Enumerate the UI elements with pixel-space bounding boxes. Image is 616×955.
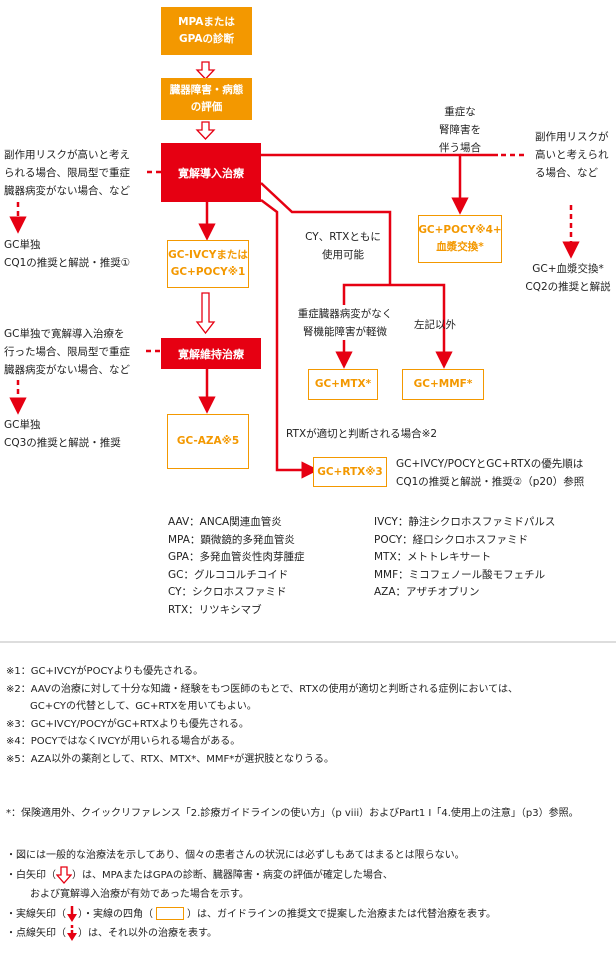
label-cy-rtx-usable: CY、RTXともに 使用可能 <box>305 231 381 261</box>
label-right-risk: 副作用リスクが 高いと考えられ る場合、など <box>535 131 609 179</box>
node-gc-ivcy-pocy: GC-IVCYまたは GC+POCY※1 <box>167 240 249 288</box>
node-gc-aza: GC-AZA※5 <box>167 414 249 469</box>
solid-arrow-icon <box>67 905 77 922</box>
label-left-condition-2: GC単独で寛解導入治療を 行った場合、限局型で重症 臓器病変がない場合、など <box>4 328 130 376</box>
footnotes: ※1：GC+IVCYがPOCYよりも優先される。 ※2：AAVの治療に対して十分… <box>6 666 518 765</box>
white-arrows <box>195 61 216 335</box>
footnote-asterisk: *：保険適用外、クイックリファレンス「2.診療ガイドラインの使い方」（p vii… <box>6 808 579 819</box>
dashed-arrow-icon <box>67 925 77 941</box>
label-no-severe-organ: 重症臓器病変がなく 腎機能障害が軽微 <box>297 308 393 338</box>
abbreviation-list-right: IVCY：静注シクロホスファミドパルス POCY：経口シクロホスファミド MTX… <box>374 516 556 599</box>
dashed-arrows <box>9 153 580 415</box>
label-other: 左記以外 <box>414 319 456 331</box>
node-gc-rtx: GC+RTX※3 <box>313 457 387 487</box>
label-rtx-appropriate: RTXが適切と判断される場合※2 <box>286 428 438 440</box>
node-organ-assessment: 臓器障害・病態 の評価 <box>161 78 252 120</box>
node-gc-mtx: GC+MTX* <box>308 369 378 400</box>
solid-arrows <box>198 153 498 479</box>
general-notes: ・図には一般的な治療法を示してあり、個々の患者さんの状況には必ずしもあてはまると… <box>6 846 496 944</box>
label-priority: GC+IVCY/POCYとGC+RTXの優先順は CQ1の推奨と解説・推奨②（p… <box>396 458 585 488</box>
node-gc-mmf: GC+MMF* <box>402 369 484 400</box>
abbreviation-list-left: AAV：ANCA関連血管炎 MPA：顕微鏡的多発血管炎 GPA：多発血管炎性肉芽… <box>168 516 305 616</box>
node-mpa-gpa-diagnosis: MPAまたは GPAの診断 <box>161 7 252 55</box>
solid-box-legend-icon <box>156 907 184 920</box>
node-gc-pocy-plasma: GC+POCY※4+ 血漿交換* <box>418 215 502 263</box>
node-remission-maintenance: 寛解維持治療 <box>161 338 261 369</box>
node-remission-induction: 寛解導入治療 <box>161 143 261 202</box>
label-left-result-1: GC単独 CQ1の推奨と解説・推奨① <box>4 239 131 269</box>
label-left-result-2: GC単独 CQ3の推奨と解説・推奨 <box>4 419 121 449</box>
label-plasma-exchange-result: GC+血漿交換* CQ2の推奨と解説 <box>525 263 611 293</box>
white-arrow-icon <box>56 865 72 884</box>
label-left-condition-1: 副作用リスクが高いと考え られる場合、限局型で重症 臓器病変がない場合、など <box>4 149 130 197</box>
label-severe-renal: 重症な 腎障害を 伴う場合 <box>439 106 481 154</box>
